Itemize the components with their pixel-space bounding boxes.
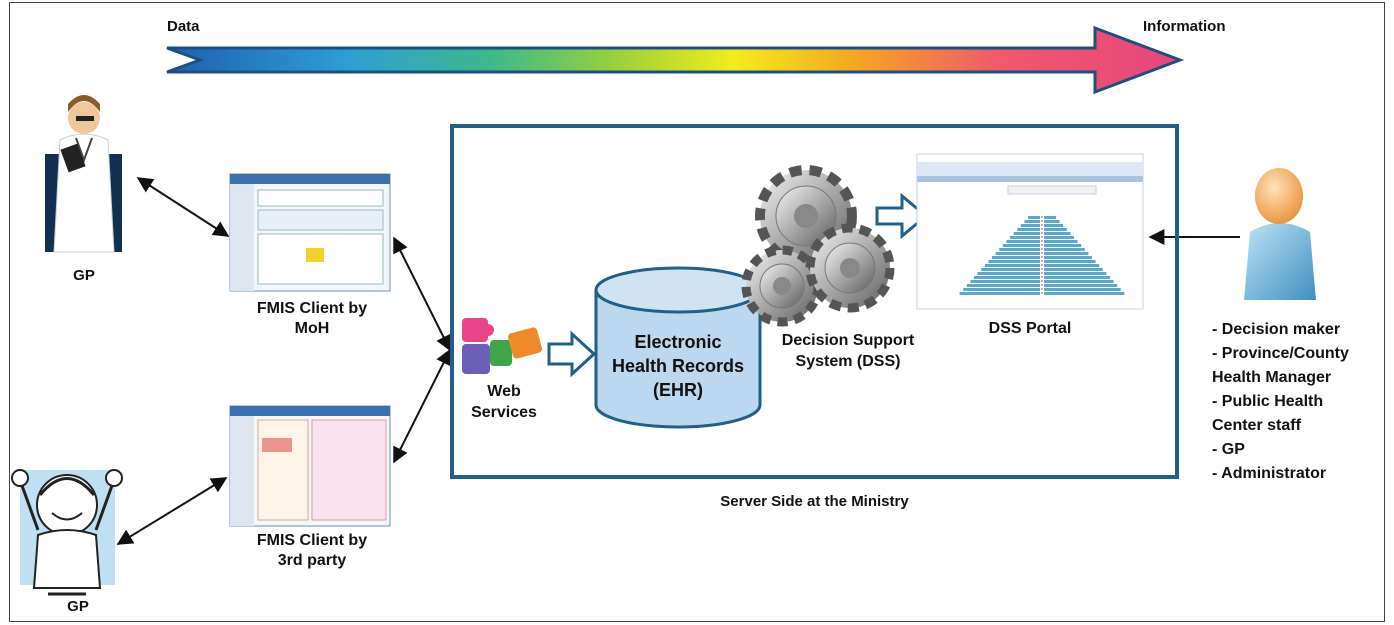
user-role-item: - Province/County <box>1212 345 1349 362</box>
fmis-third-to-server-arrow <box>393 348 451 464</box>
user-role-item: Center staff <box>1212 417 1301 434</box>
pyramid-bar <box>1044 268 1103 271</box>
dss-label-line2: System (DSS) <box>795 353 901 370</box>
puzzle-icon <box>462 318 542 374</box>
gp-bottom-label: GP <box>67 598 89 615</box>
pyramid-bar <box>1002 244 1040 247</box>
data-to-information-arrow <box>166 25 1185 95</box>
ehr-label-line3: (EHR) <box>653 380 703 400</box>
pyramid-bar <box>1024 220 1040 223</box>
pyramid-bar <box>1044 220 1060 223</box>
pyramid-bar <box>981 268 1040 271</box>
user-role-item: - Administrator <box>1212 465 1327 482</box>
pyramid-bar <box>1044 272 1107 275</box>
pyramid-bar <box>1044 232 1071 235</box>
pyramid-bar <box>1044 228 1067 231</box>
gp-bottom-to-fmis-third-arrow <box>116 477 228 545</box>
ehr-database-icon <box>594 266 762 429</box>
server-side-label: Server Side at the Ministry <box>720 493 909 510</box>
web-services-label-line1: Web <box>487 383 521 400</box>
pyramid-bar <box>992 256 1040 259</box>
cartoon-doctor-icon-bottom <box>11 469 123 596</box>
user-role-item: - Decision maker <box>1212 321 1341 338</box>
information-label: Information <box>1143 18 1226 35</box>
pyramid-bar <box>1044 224 1064 227</box>
population-pyramid <box>959 216 1125 296</box>
data-label: Data <box>167 18 200 35</box>
fmis-third-label-line2: 3rd party <box>277 552 347 569</box>
gears-icon <box>741 165 895 327</box>
pyramid-bar <box>1044 264 1100 267</box>
pyramid-bar <box>1044 240 1078 243</box>
user-role-item: - GP <box>1212 441 1245 458</box>
pyramid-bar <box>988 260 1040 263</box>
pyramid-bar <box>1044 284 1118 287</box>
fmis-third-label: FMIS Client by 3rd party <box>236 531 388 571</box>
pyramid-bar <box>995 252 1040 255</box>
outer-frame <box>9 2 1385 622</box>
server-side-box <box>450 124 1179 479</box>
pyramid-bar <box>977 272 1040 275</box>
pyramid-bar <box>1044 256 1092 259</box>
pyramid-bar <box>1006 240 1040 243</box>
pyramid-bar <box>1044 236 1074 239</box>
pyramid-bar <box>1044 252 1089 255</box>
dss-label: Decision Support System (DSS) <box>768 330 928 372</box>
pyramid-bar <box>1028 216 1040 219</box>
pyramid-bar <box>966 284 1040 287</box>
fmis-moh-to-server-arrow <box>393 236 451 352</box>
fmis-third-party-screenshot <box>229 405 391 527</box>
person-icon <box>1244 168 1316 300</box>
ehr-label: Electronic Health Records (EHR) <box>596 330 760 402</box>
fmis-moh-label: FMIS Client by MoH <box>236 299 388 339</box>
dss-portal-screenshot <box>916 153 1144 310</box>
pyramid-bar <box>999 248 1040 251</box>
pyramid-bar <box>1044 288 1121 291</box>
gp-top-label: GP <box>73 267 95 284</box>
user-role-item: - Public Health <box>1212 393 1324 410</box>
pyramid-bar <box>963 288 1040 291</box>
fmis-moh-label-line2: MoH <box>294 320 330 337</box>
gp-top-to-fmis-moh-arrow <box>136 177 230 237</box>
ehr-label-line1: Electronic <box>634 332 722 352</box>
dss-label-line1: Decision Support <box>781 332 915 349</box>
pyramid-bar <box>1044 216 1056 219</box>
pyramid-bar <box>1044 276 1110 279</box>
pyramid-bar <box>1044 244 1082 247</box>
fmis-third-label-line1: FMIS Client by <box>256 532 368 549</box>
pyramid-bar <box>1044 260 1096 263</box>
pyramid-bar <box>1017 228 1040 231</box>
pyramid-bar <box>1044 280 1114 283</box>
dss-portal-label: DSS Portal <box>988 320 1072 337</box>
pyramid-bar <box>1044 292 1125 295</box>
web-services-label-line2: Services <box>471 404 537 421</box>
pyramid-bar <box>970 280 1040 283</box>
web-services-to-ehr-arrow <box>547 330 597 378</box>
user-roles-list: - Decision maker - Province/County Healt… <box>1212 318 1382 486</box>
pyramid-bar <box>1013 232 1040 235</box>
fmis-moh-screenshot <box>229 173 391 292</box>
doctor-icon-top <box>45 95 122 253</box>
fmis-moh-label-line1: FMIS Client by <box>256 300 368 317</box>
pyramid-bar <box>974 276 1040 279</box>
pyramid-bar <box>1020 224 1040 227</box>
pyramid-bar <box>1010 236 1040 239</box>
pyramid-bar <box>1044 248 1085 251</box>
pyramid-bar <box>984 264 1040 267</box>
dss-to-portal-arrow <box>875 192 929 240</box>
pyramid-bar <box>959 292 1040 295</box>
web-services-label: Web Services <box>458 381 550 423</box>
user-role-item: Health Manager <box>1212 369 1332 386</box>
ehr-label-line2: Health Records <box>611 356 745 376</box>
